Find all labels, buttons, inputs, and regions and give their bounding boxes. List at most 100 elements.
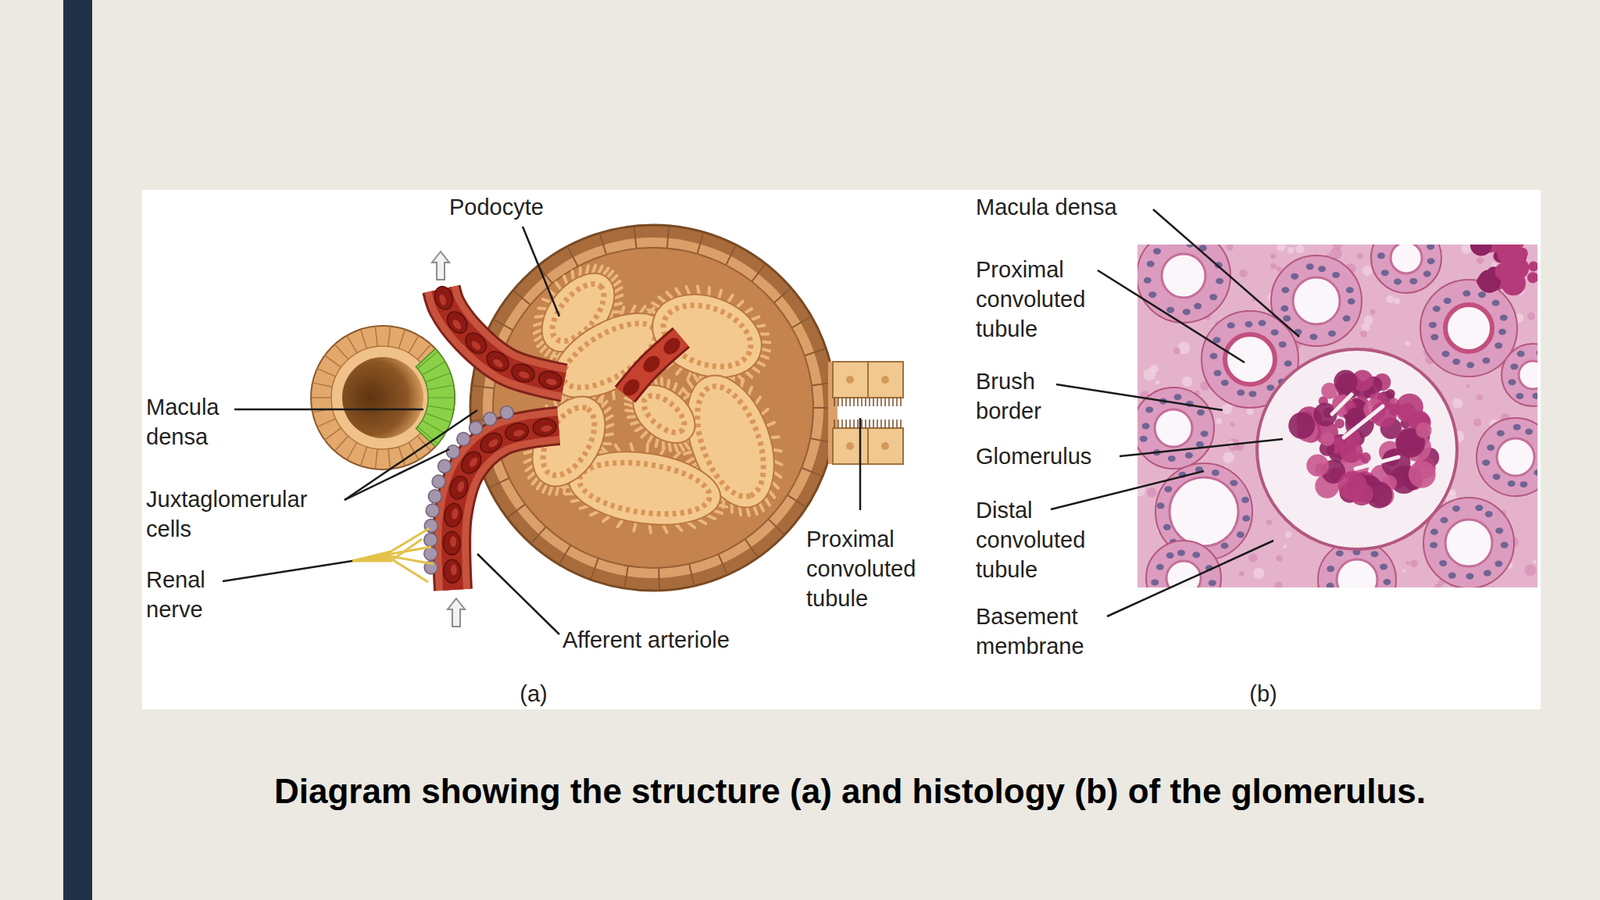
part-label: Distal convoluted tubule (975, 495, 1113, 585)
parietal-cell-border (489, 478, 509, 488)
cell-nucleus (1532, 392, 1538, 400)
macula-densa-cell-border (421, 361, 445, 375)
foot-process (534, 329, 543, 334)
foot-process (549, 485, 553, 494)
flow-arrow (432, 251, 450, 280)
tubule-cell-border (310, 396, 332, 399)
foot-process (633, 522, 636, 532)
red-blood-cell (482, 347, 512, 375)
parietal-cell-border (508, 503, 526, 517)
juxtaglomerular-cell (438, 459, 452, 473)
cell-nucleus (1146, 260, 1155, 268)
leader-line (1050, 471, 1204, 510)
red-blood-cell (660, 334, 684, 358)
juxtaglomerular-cell (424, 546, 438, 561)
glomerular-tuft-fragment (1528, 261, 1538, 272)
cell-nucleus (1244, 321, 1253, 328)
foot-process (773, 471, 781, 477)
cell-nucleus (1326, 582, 1335, 588)
foot-process (759, 503, 764, 511)
foot-process (676, 367, 683, 375)
cell-nucleus (1377, 252, 1386, 259)
foot-process (525, 458, 533, 463)
tissue-texture (1270, 263, 1277, 270)
foot-process (678, 388, 684, 396)
leader-line (234, 408, 424, 411)
brush-border-microvillus (849, 397, 851, 407)
foot-process (590, 510, 599, 515)
tissue-texture (1404, 340, 1410, 346)
part-label: Afferent arteriole (562, 625, 730, 655)
foot-process (534, 322, 543, 325)
leader-line (344, 449, 450, 500)
tubule-cell (832, 428, 868, 465)
parietal-cell-border (751, 264, 765, 282)
tissue-texture (1274, 581, 1283, 588)
parietal-cell-border (801, 467, 822, 476)
part-label: Proximal convoluted tubule (975, 254, 1113, 344)
cell-nucleus (1379, 563, 1388, 570)
brush-border-microvillus (884, 397, 886, 407)
tubule-cell-border (317, 368, 336, 378)
red-blood-cell-highlight (467, 456, 480, 469)
foot-process (598, 266, 603, 275)
cell-nucleus (1515, 392, 1524, 400)
leader-line (477, 553, 560, 635)
cell-nucleus (1430, 334, 1439, 341)
histology-micrograph (1137, 244, 1538, 588)
tubule-lumen (342, 357, 424, 439)
foot-process (525, 465, 533, 471)
red-blood-cell (532, 417, 558, 438)
cell-nucleus (1432, 305, 1441, 312)
glomerular-capillary-loop (1415, 422, 1432, 439)
foot-process (666, 292, 672, 299)
parietal-cell-border (792, 317, 811, 329)
foot-process (641, 431, 648, 438)
tissue-texture (1403, 569, 1407, 573)
cell-nucleus (1517, 350, 1525, 358)
tissue-texture (1155, 380, 1160, 385)
tissue-texture (1449, 489, 1456, 496)
cell-nucleus (1143, 277, 1152, 284)
cell-nucleus (1177, 550, 1186, 557)
tissue-texture (1527, 311, 1536, 320)
foot-process (604, 424, 613, 428)
cell-nucleus (1510, 363, 1518, 370)
foot-process (766, 422, 775, 426)
cell-nucleus (1507, 480, 1516, 487)
foot-process (698, 519, 707, 524)
red-blood-cell-highlight (450, 317, 463, 331)
cell-nucleus (1332, 271, 1340, 279)
podocyte-lobe (640, 279, 774, 392)
parietal-cell-border (625, 565, 629, 587)
cell-nucleus (1466, 361, 1475, 368)
tissue-texture (1143, 368, 1157, 382)
cell-nucleus (1519, 481, 1528, 488)
parietal-cell-border (567, 247, 579, 267)
foot-process (613, 390, 615, 400)
foot-process (647, 309, 656, 313)
parietal-cell-border (689, 564, 694, 585)
macula-densa-cell-border (427, 405, 454, 411)
macula-densa-cell-border (425, 373, 451, 383)
foot-process (714, 510, 722, 513)
foot-process (745, 371, 752, 377)
cell-nucleus (1328, 330, 1336, 337)
cell-nucleus (1167, 455, 1176, 462)
foot-process (649, 524, 651, 533)
parietal-layer (482, 237, 824, 579)
cell-nucleus (1242, 515, 1250, 522)
tissue-texture (1452, 398, 1463, 409)
cell-nucleus (1439, 517, 1448, 524)
foot-process (675, 289, 681, 297)
glomerular-capillary-loop (1333, 369, 1358, 393)
foot-process (535, 335, 543, 341)
tissue-texture (1229, 421, 1235, 427)
tissue-texture (1266, 519, 1272, 525)
foot-process (556, 485, 558, 495)
foot-process (771, 482, 779, 489)
cell-nucleus (1452, 505, 1461, 512)
foot-process (694, 375, 699, 383)
tissue-texture (1221, 403, 1233, 415)
part-label: Basement membrane (975, 601, 1113, 661)
